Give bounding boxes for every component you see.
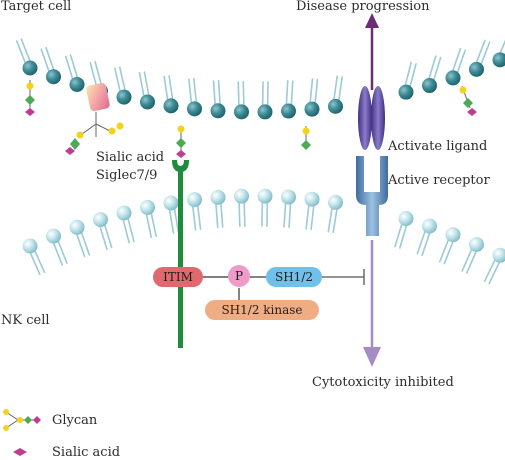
lipid-target bbox=[64, 54, 85, 92]
nk-cell-membrane bbox=[22, 188, 505, 285]
membrane-protein-block bbox=[86, 82, 110, 112]
lipid-nk bbox=[116, 205, 135, 244]
legend-sialic-icon bbox=[13, 448, 27, 456]
cytotoxicity-arrow bbox=[363, 240, 381, 367]
lipid-target bbox=[492, 39, 505, 68]
lipid-target bbox=[398, 61, 417, 100]
lipid-target bbox=[257, 81, 273, 120]
legend-glycan-label: Glycan bbox=[52, 413, 98, 428]
lipid-nk bbox=[187, 192, 202, 231]
lipid-nk bbox=[327, 194, 343, 234]
lipid-nk bbox=[394, 211, 414, 249]
lipid-nk bbox=[210, 189, 226, 229]
glycan-tree-main bbox=[65, 112, 124, 155]
lipid-target bbox=[281, 80, 296, 119]
legend-sialic-label: Sialic acid bbox=[52, 445, 121, 460]
lipid-nk bbox=[304, 191, 320, 231]
siglec-label: Siglec7/9 bbox=[96, 168, 158, 183]
lipid-target bbox=[210, 79, 226, 119]
lipid-target bbox=[187, 77, 202, 117]
glycan-left bbox=[25, 80, 35, 116]
siglec-receptor bbox=[172, 160, 189, 348]
lipid-target bbox=[15, 38, 38, 76]
lipid-nk bbox=[483, 247, 505, 285]
lipid-nk bbox=[46, 228, 68, 266]
disease-progression-arrow bbox=[365, 13, 379, 90]
lipid-target bbox=[163, 75, 179, 114]
lipid-nk bbox=[281, 189, 296, 229]
lipid-nk bbox=[257, 188, 273, 227]
sh12-domain: SH1/2 bbox=[266, 267, 322, 287]
nk-cell-label: NK cell bbox=[1, 313, 50, 328]
lipid-nk bbox=[163, 195, 180, 234]
lipid-target bbox=[304, 78, 320, 117]
glycan-mid-right bbox=[301, 126, 311, 150]
lipid-target bbox=[469, 39, 491, 77]
lipid-nk bbox=[93, 212, 113, 250]
lipid-nk bbox=[461, 236, 484, 274]
phosphate-badge: P bbox=[228, 265, 250, 287]
lipid-target bbox=[40, 46, 61, 85]
inhibition-line bbox=[322, 269, 365, 285]
lipid-target bbox=[422, 55, 442, 94]
glycan-right bbox=[459, 85, 477, 116]
signal-connectors bbox=[203, 276, 266, 300]
cytotoxicity-label: Cytotoxicity inhibited bbox=[312, 375, 454, 390]
sialic-acid-label: Sialic acid bbox=[96, 150, 165, 165]
disease-progression-label: Disease progression bbox=[296, 0, 430, 14]
glycan-siglec bbox=[176, 125, 186, 158]
lipid-nk bbox=[69, 219, 91, 258]
lipid-nk bbox=[438, 227, 461, 265]
itim-motif: ITIM bbox=[153, 267, 203, 287]
legend-glycan-icon bbox=[3, 409, 41, 431]
lipid-nk bbox=[140, 199, 157, 239]
lipid-target bbox=[138, 71, 155, 110]
lipid-target bbox=[114, 66, 132, 105]
lipid-target bbox=[328, 75, 343, 114]
sh12-kinase: SH1/2 kinase bbox=[205, 300, 319, 320]
active-receptor-label: Active receptor bbox=[388, 173, 490, 188]
activate-ligand-label: Activate ligand bbox=[388, 139, 488, 154]
target-cell-label: Target cell bbox=[1, 0, 72, 14]
lipid-target bbox=[445, 47, 466, 86]
lipid-nk bbox=[416, 218, 437, 257]
active-receptor bbox=[356, 156, 388, 236]
lipid-nk bbox=[22, 238, 46, 276]
lipid-target bbox=[234, 80, 249, 120]
activate-ligand bbox=[358, 86, 385, 150]
lipid-nk bbox=[234, 188, 249, 228]
